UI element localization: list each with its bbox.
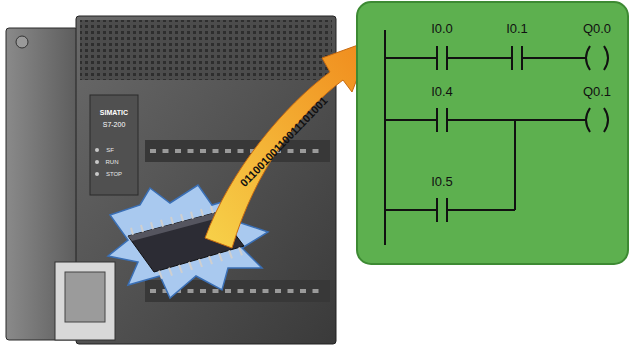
- io-led: [300, 149, 306, 153]
- chip-pin: [211, 206, 213, 213]
- led-label: SF: [106, 147, 114, 153]
- io-led: [150, 289, 156, 293]
- io-led: [213, 149, 219, 153]
- io-led: [175, 149, 181, 153]
- contact-address: I0.0: [431, 22, 453, 35]
- ladder-panel: [357, 2, 628, 264]
- chip-pin: [209, 256, 212, 264]
- coil-address: Q0.1: [583, 85, 611, 98]
- chip-pin: [161, 220, 163, 227]
- binary-code: 01100100110011101001: [238, 95, 329, 189]
- chip-pin: [171, 217, 173, 224]
- screw: [16, 36, 28, 48]
- wire: [447, 57, 512, 59]
- io-led: [200, 149, 206, 153]
- io-led: [188, 289, 194, 293]
- ladder-diagram: [385, 30, 608, 245]
- wire: [514, 120, 516, 210]
- chip-pin: [131, 228, 133, 235]
- contact: [436, 46, 438, 70]
- led: [95, 148, 99, 152]
- plc-front-panel: [90, 95, 138, 195]
- io-led: [300, 289, 306, 293]
- io-led: [275, 289, 281, 293]
- contact: [436, 198, 438, 222]
- model-label: S7-200: [103, 121, 126, 128]
- chip-pin: [151, 222, 153, 229]
- io-led: [250, 289, 256, 293]
- coil: [604, 46, 608, 70]
- chip-pin: [239, 247, 242, 255]
- io-led: [288, 289, 294, 293]
- io-led: [263, 289, 269, 293]
- led: [95, 160, 99, 164]
- io-led: [313, 289, 319, 293]
- chip-pin: [229, 250, 232, 258]
- chip-pin: [159, 271, 162, 279]
- wire: [447, 119, 586, 121]
- connector-plug: [55, 262, 115, 340]
- io-led: [225, 289, 231, 293]
- chip-pin: [179, 265, 182, 273]
- chip-pin: [199, 259, 202, 267]
- power-rail: [384, 30, 386, 245]
- brand-label: SIMATIC: [100, 109, 128, 116]
- io-led: [188, 149, 194, 153]
- wire: [385, 119, 437, 121]
- led: [95, 172, 99, 176]
- connector-plug: [65, 272, 105, 322]
- chip-pin: [191, 212, 193, 219]
- chip-pin: [169, 268, 172, 276]
- wire: [447, 209, 515, 211]
- io-led: [225, 149, 231, 153]
- coil: [604, 108, 608, 132]
- wire: [385, 209, 437, 211]
- contact-address: I0.4: [431, 85, 453, 98]
- plc-vents: [80, 20, 332, 80]
- chip-pin: [219, 253, 222, 261]
- io-led: [238, 289, 244, 293]
- contact: [436, 108, 438, 132]
- io-led: [200, 289, 206, 293]
- data-arrow: [205, 40, 372, 248]
- io-led: [150, 149, 156, 153]
- chip-pin: [201, 209, 203, 216]
- io-led: [238, 149, 244, 153]
- io-led: [163, 149, 169, 153]
- chip-pin: [141, 225, 143, 232]
- coil-address: Q0.0: [583, 22, 611, 35]
- contact: [511, 46, 513, 70]
- io-led: [313, 149, 319, 153]
- contact-address: I0.1: [506, 22, 528, 35]
- led-label: RUN: [106, 159, 119, 165]
- contact-address: I0.5: [431, 175, 453, 188]
- io-led: [213, 289, 219, 293]
- wire: [385, 57, 437, 59]
- chip-pin: [189, 262, 192, 270]
- io-led-strip: [145, 140, 330, 162]
- coil: [586, 46, 590, 70]
- coil: [586, 108, 590, 132]
- chip-pin: [181, 214, 183, 221]
- led-label: STOP: [106, 171, 122, 177]
- io-led: [288, 149, 294, 153]
- wire: [522, 57, 586, 59]
